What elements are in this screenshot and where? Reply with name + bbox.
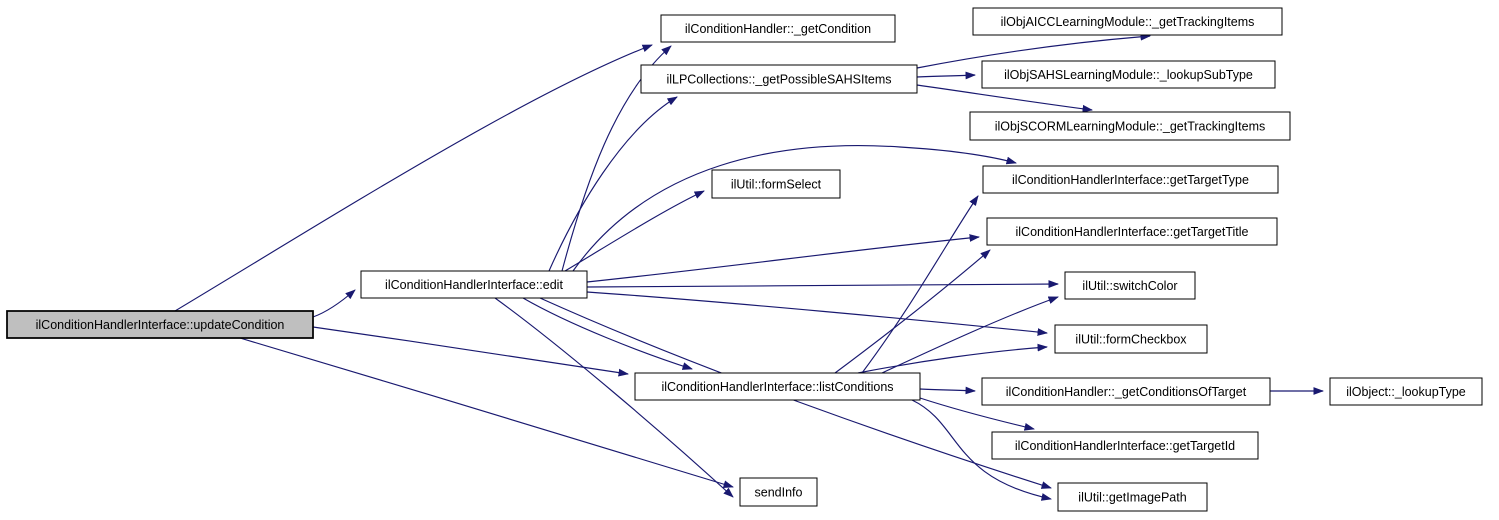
node-scormGetTrackingItems-box bbox=[969, 111, 1291, 141]
node-switchColor-label: ilUtil::switchColor bbox=[1082, 279, 1177, 293]
edge-listConditions-getTargetTitle bbox=[834, 249, 991, 374]
node-getTargetId-label: ilConditionHandlerInterface::getTargetId bbox=[1015, 439, 1235, 453]
node-lookupType[interactable]: ilObject::_lookupType bbox=[1329, 377, 1483, 406]
node-sahsLookupSubType-box bbox=[981, 60, 1276, 89]
node-switchColor[interactable]: ilUtil::switchColor bbox=[1064, 271, 1196, 300]
node-formCheckbox-box bbox=[1054, 324, 1208, 354]
node-aiccGetTrackingItems[interactable]: ilObjAICCLearningModule::_getTrackingIte… bbox=[972, 7, 1283, 36]
node-getTargetTitle-label: ilConditionHandlerInterface::getTargetTi… bbox=[1016, 225, 1249, 239]
edge-edit-formCheckbox bbox=[586, 291, 1048, 336]
node-listConditions[interactable]: ilConditionHandlerInterface::listConditi… bbox=[634, 372, 921, 401]
node-getImagePath-box bbox=[1057, 482, 1208, 512]
node-getTargetType[interactable]: ilConditionHandlerInterface::getTargetTy… bbox=[982, 165, 1279, 194]
edge-edit-switchColor bbox=[586, 280, 1059, 288]
node-getTargetId-box bbox=[991, 431, 1259, 460]
node-formCheckbox[interactable]: ilUtil::formCheckbox bbox=[1054, 324, 1208, 354]
node-getTargetTitle[interactable]: ilConditionHandlerInterface::getTargetTi… bbox=[986, 217, 1278, 246]
node-edit-label: ilConditionHandlerInterface::edit bbox=[385, 278, 563, 292]
nodes-layer: ilConditionHandlerInterface::updateCondi… bbox=[6, 7, 1483, 512]
node-aiccGetTrackingItems-box bbox=[972, 7, 1283, 36]
edge-listConditions-formCheckbox bbox=[857, 343, 1048, 374]
edge-listConditions-getTargetType bbox=[861, 195, 979, 374]
node-listConditions-box bbox=[634, 372, 921, 401]
node-scormGetTrackingItems[interactable]: ilObjSCORMLearningModule::_getTrackingIt… bbox=[969, 111, 1291, 141]
edge-edit-getImagePath bbox=[539, 297, 1052, 489]
edge-listConditions-switchColor bbox=[881, 296, 1059, 374]
node-getConditionsOfTarget[interactable]: ilConditionHandler::_getConditionsOfTarg… bbox=[981, 377, 1271, 406]
edge-edit-formSelect bbox=[564, 190, 705, 272]
node-scormGetTrackingItems-label: ilObjSCORMLearningModule::_getTrackingIt… bbox=[995, 119, 1265, 133]
node-getConditionsOfTarget-box bbox=[981, 377, 1271, 406]
node-getTargetType-box bbox=[982, 165, 1279, 194]
node-sendInfo-box bbox=[739, 477, 818, 507]
node-getPossibleSAHSItems[interactable]: ilLPCollections::_getPossibleSAHSItems bbox=[640, 64, 918, 94]
node-sahsLookupSubType-label: ilObjSAHSLearningModule::_lookupSubType bbox=[1004, 68, 1253, 82]
node-aiccGetTrackingItems-label: ilObjAICCLearningModule::_getTrackingIte… bbox=[1001, 15, 1255, 29]
node-getImagePath[interactable]: ilUtil::getImagePath bbox=[1057, 482, 1208, 512]
edges-layer bbox=[174, 32, 1324, 501]
edge-listConditions-getImagePath bbox=[911, 399, 1052, 501]
node-getConditionsOfTarget-label: ilConditionHandler::_getConditionsOfTarg… bbox=[1006, 385, 1247, 399]
node-sendInfo-label: sendInfo bbox=[755, 485, 803, 499]
node-getTargetType-label: ilConditionHandlerInterface::getTargetTy… bbox=[1012, 173, 1249, 187]
edge-listConditions-getTargetId bbox=[919, 397, 1035, 431]
edge-getPossibleSAHSItems-scormGetTrackingItems bbox=[916, 84, 1093, 113]
edge-listConditions-getConditionsOfTarget bbox=[919, 386, 976, 395]
edge-edit-getPossibleSAHSItems bbox=[548, 96, 678, 272]
node-updateCondition-box bbox=[6, 310, 314, 339]
node-getCondition-box bbox=[660, 14, 896, 43]
node-getImagePath-label: ilUtil::getImagePath bbox=[1078, 490, 1186, 504]
edge-edit-getTargetType bbox=[572, 145, 1017, 272]
edge-updateCondition-sendInfo bbox=[239, 337, 734, 488]
node-getCondition[interactable]: ilConditionHandler::_getCondition bbox=[660, 14, 896, 43]
edge-updateCondition-getCondition bbox=[174, 44, 653, 312]
node-formSelect-box bbox=[711, 169, 841, 199]
node-getCondition-label: ilConditionHandler::_getCondition bbox=[685, 22, 871, 36]
node-lookupType-box bbox=[1329, 377, 1483, 406]
node-updateCondition-label: ilConditionHandlerInterface::updateCondi… bbox=[36, 318, 285, 332]
edge-updateCondition-edit bbox=[312, 289, 356, 318]
node-formCheckbox-label: ilUtil::formCheckbox bbox=[1075, 332, 1187, 346]
node-getTargetId[interactable]: ilConditionHandlerInterface::getTargetId bbox=[991, 431, 1259, 460]
node-listConditions-label: ilConditionHandlerInterface::listConditi… bbox=[661, 380, 893, 394]
edge-edit-listConditions bbox=[522, 297, 693, 370]
node-edit-box bbox=[360, 270, 588, 299]
node-edit[interactable]: ilConditionHandlerInterface::edit bbox=[360, 270, 588, 299]
node-lookupType-label: ilObject::_lookupType bbox=[1346, 385, 1466, 399]
node-switchColor-box bbox=[1064, 271, 1196, 300]
node-sahsLookupSubType[interactable]: ilObjSAHSLearningModule::_lookupSubType bbox=[981, 60, 1276, 89]
node-formSelect[interactable]: ilUtil::formSelect bbox=[711, 169, 841, 199]
edge-edit-sendInfo bbox=[494, 297, 734, 498]
edge-getPossibleSAHSItems-sahsLookupSubType bbox=[916, 71, 976, 80]
node-sendInfo[interactable]: sendInfo bbox=[739, 477, 818, 507]
node-formSelect-label: ilUtil::formSelect bbox=[731, 177, 822, 191]
node-getTargetTitle-box bbox=[986, 217, 1278, 246]
edge-updateCondition-listConditions bbox=[312, 326, 629, 377]
node-getPossibleSAHSItems-box bbox=[640, 64, 918, 94]
node-getPossibleSAHSItems-label: ilLPCollections::_getPossibleSAHSItems bbox=[666, 72, 891, 86]
edge-getPossibleSAHSItems-aiccGetTrackingItems bbox=[916, 32, 1151, 69]
node-updateCondition: ilConditionHandlerInterface::updateCondi… bbox=[6, 310, 314, 339]
edge-edit-getTargetTitle bbox=[586, 234, 980, 283]
